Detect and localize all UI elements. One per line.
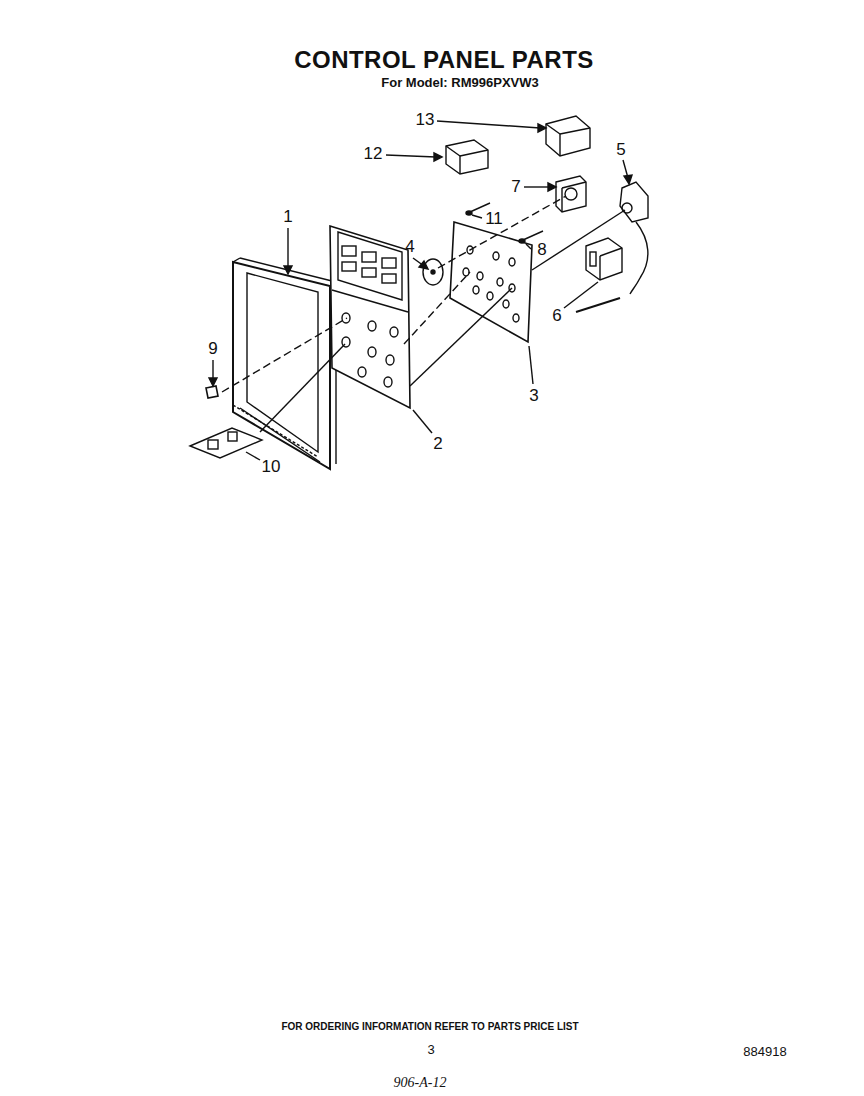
handwritten-mark: 906-A-12 — [394, 1075, 447, 1090]
callout-number: 12 — [364, 145, 383, 164]
callout-number: 8 — [537, 241, 546, 260]
callout-number: 9 — [208, 340, 217, 359]
document-number: 884918 — [743, 1045, 786, 1059]
page-number: 3 — [427, 1043, 434, 1057]
model-number: For Model: RM996PXVW3 — [381, 76, 538, 90]
callout-number: 10 — [262, 458, 281, 477]
callout-number: 5 — [616, 141, 625, 160]
callout-number: 1 — [283, 208, 292, 227]
callout-number: 7 — [511, 178, 520, 197]
callout-number: 3 — [529, 387, 538, 406]
diagram-title: CONTROL PANEL PARTS — [294, 47, 594, 73]
callout-number: 11 — [485, 210, 503, 229]
footer-note: FOR ORDERING INFORMATION REFER TO PARTS … — [281, 1021, 578, 1032]
callout-number: 6 — [552, 307, 561, 326]
callout-number: 2 — [433, 435, 442, 454]
callout-number: 4 — [405, 238, 414, 257]
callout-number: 13 — [416, 111, 435, 130]
